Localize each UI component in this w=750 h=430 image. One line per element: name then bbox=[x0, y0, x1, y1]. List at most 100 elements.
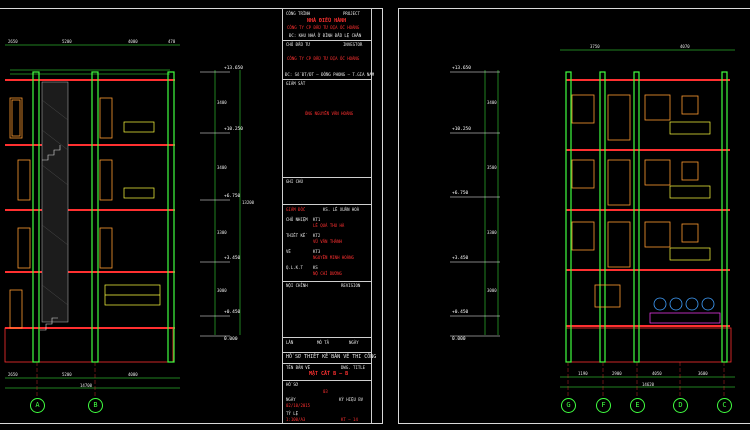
role1-label: CHỦ NHIỆM bbox=[286, 217, 308, 222]
role3-code: KT3 bbox=[313, 249, 321, 254]
tb-divider-8 bbox=[283, 363, 371, 364]
drawing-no-label: HỒ SƠ bbox=[286, 382, 299, 387]
notes-label: GHI CHÚ bbox=[286, 179, 303, 184]
right-level-3: +6.750 bbox=[452, 191, 469, 196]
role4-label: Q.L.K.T bbox=[286, 265, 303, 270]
tb-divider-5 bbox=[283, 281, 371, 282]
left-sheet-border bbox=[0, 8, 383, 424]
left-level-1: +13.650 bbox=[224, 66, 243, 71]
right-side-dim-1: 3400 bbox=[487, 100, 497, 105]
right-bottom-dim-1: 1190 bbox=[578, 371, 588, 376]
right-top-dim-2: 4070 bbox=[680, 44, 690, 49]
col-ngay: NGÀY bbox=[349, 340, 359, 345]
left-top-dim-1: 2650 bbox=[8, 39, 18, 44]
project-name: NHÀ ĐIỀU HÀNH bbox=[307, 18, 347, 24]
right-bottom-dim-2: 2900 bbox=[612, 371, 622, 376]
right-level-2: +10.250 bbox=[452, 127, 471, 132]
left-level-3: +6.750 bbox=[224, 194, 241, 199]
left-top-dim-2: 5200 bbox=[62, 39, 72, 44]
stage-title: HỒ SƠ THIẾT KẾ BẢN VẼ THI CÔNG bbox=[286, 354, 377, 360]
right-level-4: +3.450 bbox=[452, 256, 469, 261]
tb-divider-3 bbox=[283, 177, 371, 178]
right-bottom-dim-4: 3600 bbox=[698, 371, 708, 376]
revision-label: NỘI CHỈNH bbox=[286, 283, 308, 288]
right-side-dim-2: 3500 bbox=[487, 165, 497, 170]
project-header: CÔNG TRÌNH bbox=[286, 11, 311, 16]
left-level-4: +3.450 bbox=[224, 256, 241, 261]
investor-label: CHỦ ĐẦU TƯ bbox=[286, 42, 311, 47]
director-name: KS. LÊ XUÂN HOÀ bbox=[323, 207, 360, 212]
left-axis-b-bubble: B bbox=[88, 398, 103, 413]
right-bottom-dim-3: 4050 bbox=[652, 371, 662, 376]
scale-label: TỶ LỆ bbox=[286, 411, 299, 416]
supervisor-name: ÔNG NGUYỄN VĂN HOÀNG bbox=[305, 111, 354, 116]
revision-label-en: REVISION bbox=[341, 283, 361, 288]
right-axis-d-bubble: D bbox=[673, 398, 688, 413]
role3-name: NGUYỄN MINH HOÀNG bbox=[313, 255, 354, 260]
tb-divider-4 bbox=[283, 204, 371, 205]
symbol-label: KÝ HIỆU BV bbox=[339, 397, 364, 402]
left-top-dim-3: 4000 bbox=[128, 39, 138, 44]
supervisor-label: GIÁM SÁT bbox=[286, 81, 306, 86]
tb-divider-7 bbox=[283, 352, 371, 353]
left-bottom-dim-2: 5200 bbox=[62, 372, 72, 377]
date-value: 02/10/2015 bbox=[286, 403, 311, 408]
tb-divider-1 bbox=[283, 40, 371, 41]
director-label: GIÁM ĐỐC bbox=[286, 207, 306, 212]
investor-address: ĐC: Số ĐT/ĐT – ĐỒNG PHONG – T.GIA NAM bbox=[285, 72, 375, 77]
drawing-name-label: TÊN BẢN VẼ bbox=[286, 365, 311, 370]
right-level-1: +13.650 bbox=[452, 66, 471, 71]
sheet-value: KT – 14 bbox=[341, 417, 358, 422]
right-side-dim-4: 3000 bbox=[487, 288, 497, 293]
left-top-dim-4: 470 bbox=[168, 39, 176, 44]
role4-name: NỘ CHÍ DƯƠNG bbox=[313, 271, 342, 276]
investor-label-en: INVESTOR bbox=[343, 42, 363, 47]
right-total-dim: 14620 bbox=[642, 382, 655, 387]
left-level-2: +10.250 bbox=[224, 127, 243, 132]
drawing-name-label-en: DWG. TITLE bbox=[341, 365, 366, 370]
right-axis-c-bubble: C bbox=[717, 398, 732, 413]
tb-divider-2 bbox=[283, 79, 371, 80]
role1-name: LÊ QUÁ THU HÀ bbox=[313, 223, 345, 228]
scale-value: 1:100/A3 bbox=[286, 417, 306, 422]
right-section-drawing bbox=[450, 49, 735, 397]
left-level-5: +0.450 bbox=[224, 310, 241, 315]
drawing-no: 03 bbox=[323, 389, 328, 394]
tb-divider-9 bbox=[283, 380, 371, 381]
left-side-dim-total: 13200 bbox=[242, 200, 255, 205]
col-mota: MÔ TẢ bbox=[317, 340, 330, 345]
left-section-drawing bbox=[4, 44, 241, 397]
right-axis-f-bubble: F bbox=[596, 398, 611, 413]
left-bottom-dim-1: 2650 bbox=[8, 372, 18, 377]
role2-code: KT2 bbox=[313, 233, 321, 238]
right-axis-g-bubble: G bbox=[561, 398, 576, 413]
right-top-dim-1: 3750 bbox=[590, 44, 600, 49]
right-side-dim-3: 3300 bbox=[487, 230, 497, 235]
left-level-6: 0.000 bbox=[224, 337, 238, 342]
left-side-dim-2: 3400 bbox=[217, 165, 227, 170]
investor-name: CÔNG TY CP ĐẦU TƯ ĐỊA ỐC HOÀNG bbox=[287, 56, 360, 61]
left-bottom-dim-3: 4000 bbox=[128, 372, 138, 377]
col-lan: LẦN bbox=[286, 340, 294, 345]
left-side-dim-4: 3000 bbox=[217, 288, 227, 293]
right-level-6: 0.000 bbox=[452, 337, 466, 342]
left-total-dim: 14700 bbox=[80, 383, 93, 388]
role2-label: THIẾT KẾ bbox=[286, 233, 306, 238]
role3-label: VẼ bbox=[286, 249, 291, 254]
tb-divider-6 bbox=[283, 337, 371, 338]
project-header-en: PROJECT bbox=[343, 11, 360, 16]
role4-code: KS bbox=[313, 265, 318, 270]
right-axis-e-bubble: E bbox=[630, 398, 645, 413]
left-side-dim-3: 3300 bbox=[217, 230, 227, 235]
drawing-name: MẶT CẮT B – B bbox=[309, 371, 349, 377]
title-block: CÔNG TRÌNH PROJECT NHÀ ĐIỀU HÀNH CÔNG TY… bbox=[282, 8, 376, 424]
role1-code: KT1 bbox=[313, 217, 321, 222]
right-level-5: +0.450 bbox=[452, 310, 469, 315]
left-side-dim-1: 3400 bbox=[217, 100, 227, 105]
right-sheet-border bbox=[398, 8, 750, 424]
address-line: ĐC: KHU NHÀ Ở ĐÌNH ĐẦU LỆ CHÂN bbox=[289, 33, 362, 38]
date-label: NGÀY bbox=[286, 397, 296, 402]
role2-name: VŨ VĂN THÀNH bbox=[313, 239, 342, 244]
company-line: CÔNG TY CP ĐẦU TƯ ĐỊA ỐC HOÀNG bbox=[287, 25, 360, 30]
